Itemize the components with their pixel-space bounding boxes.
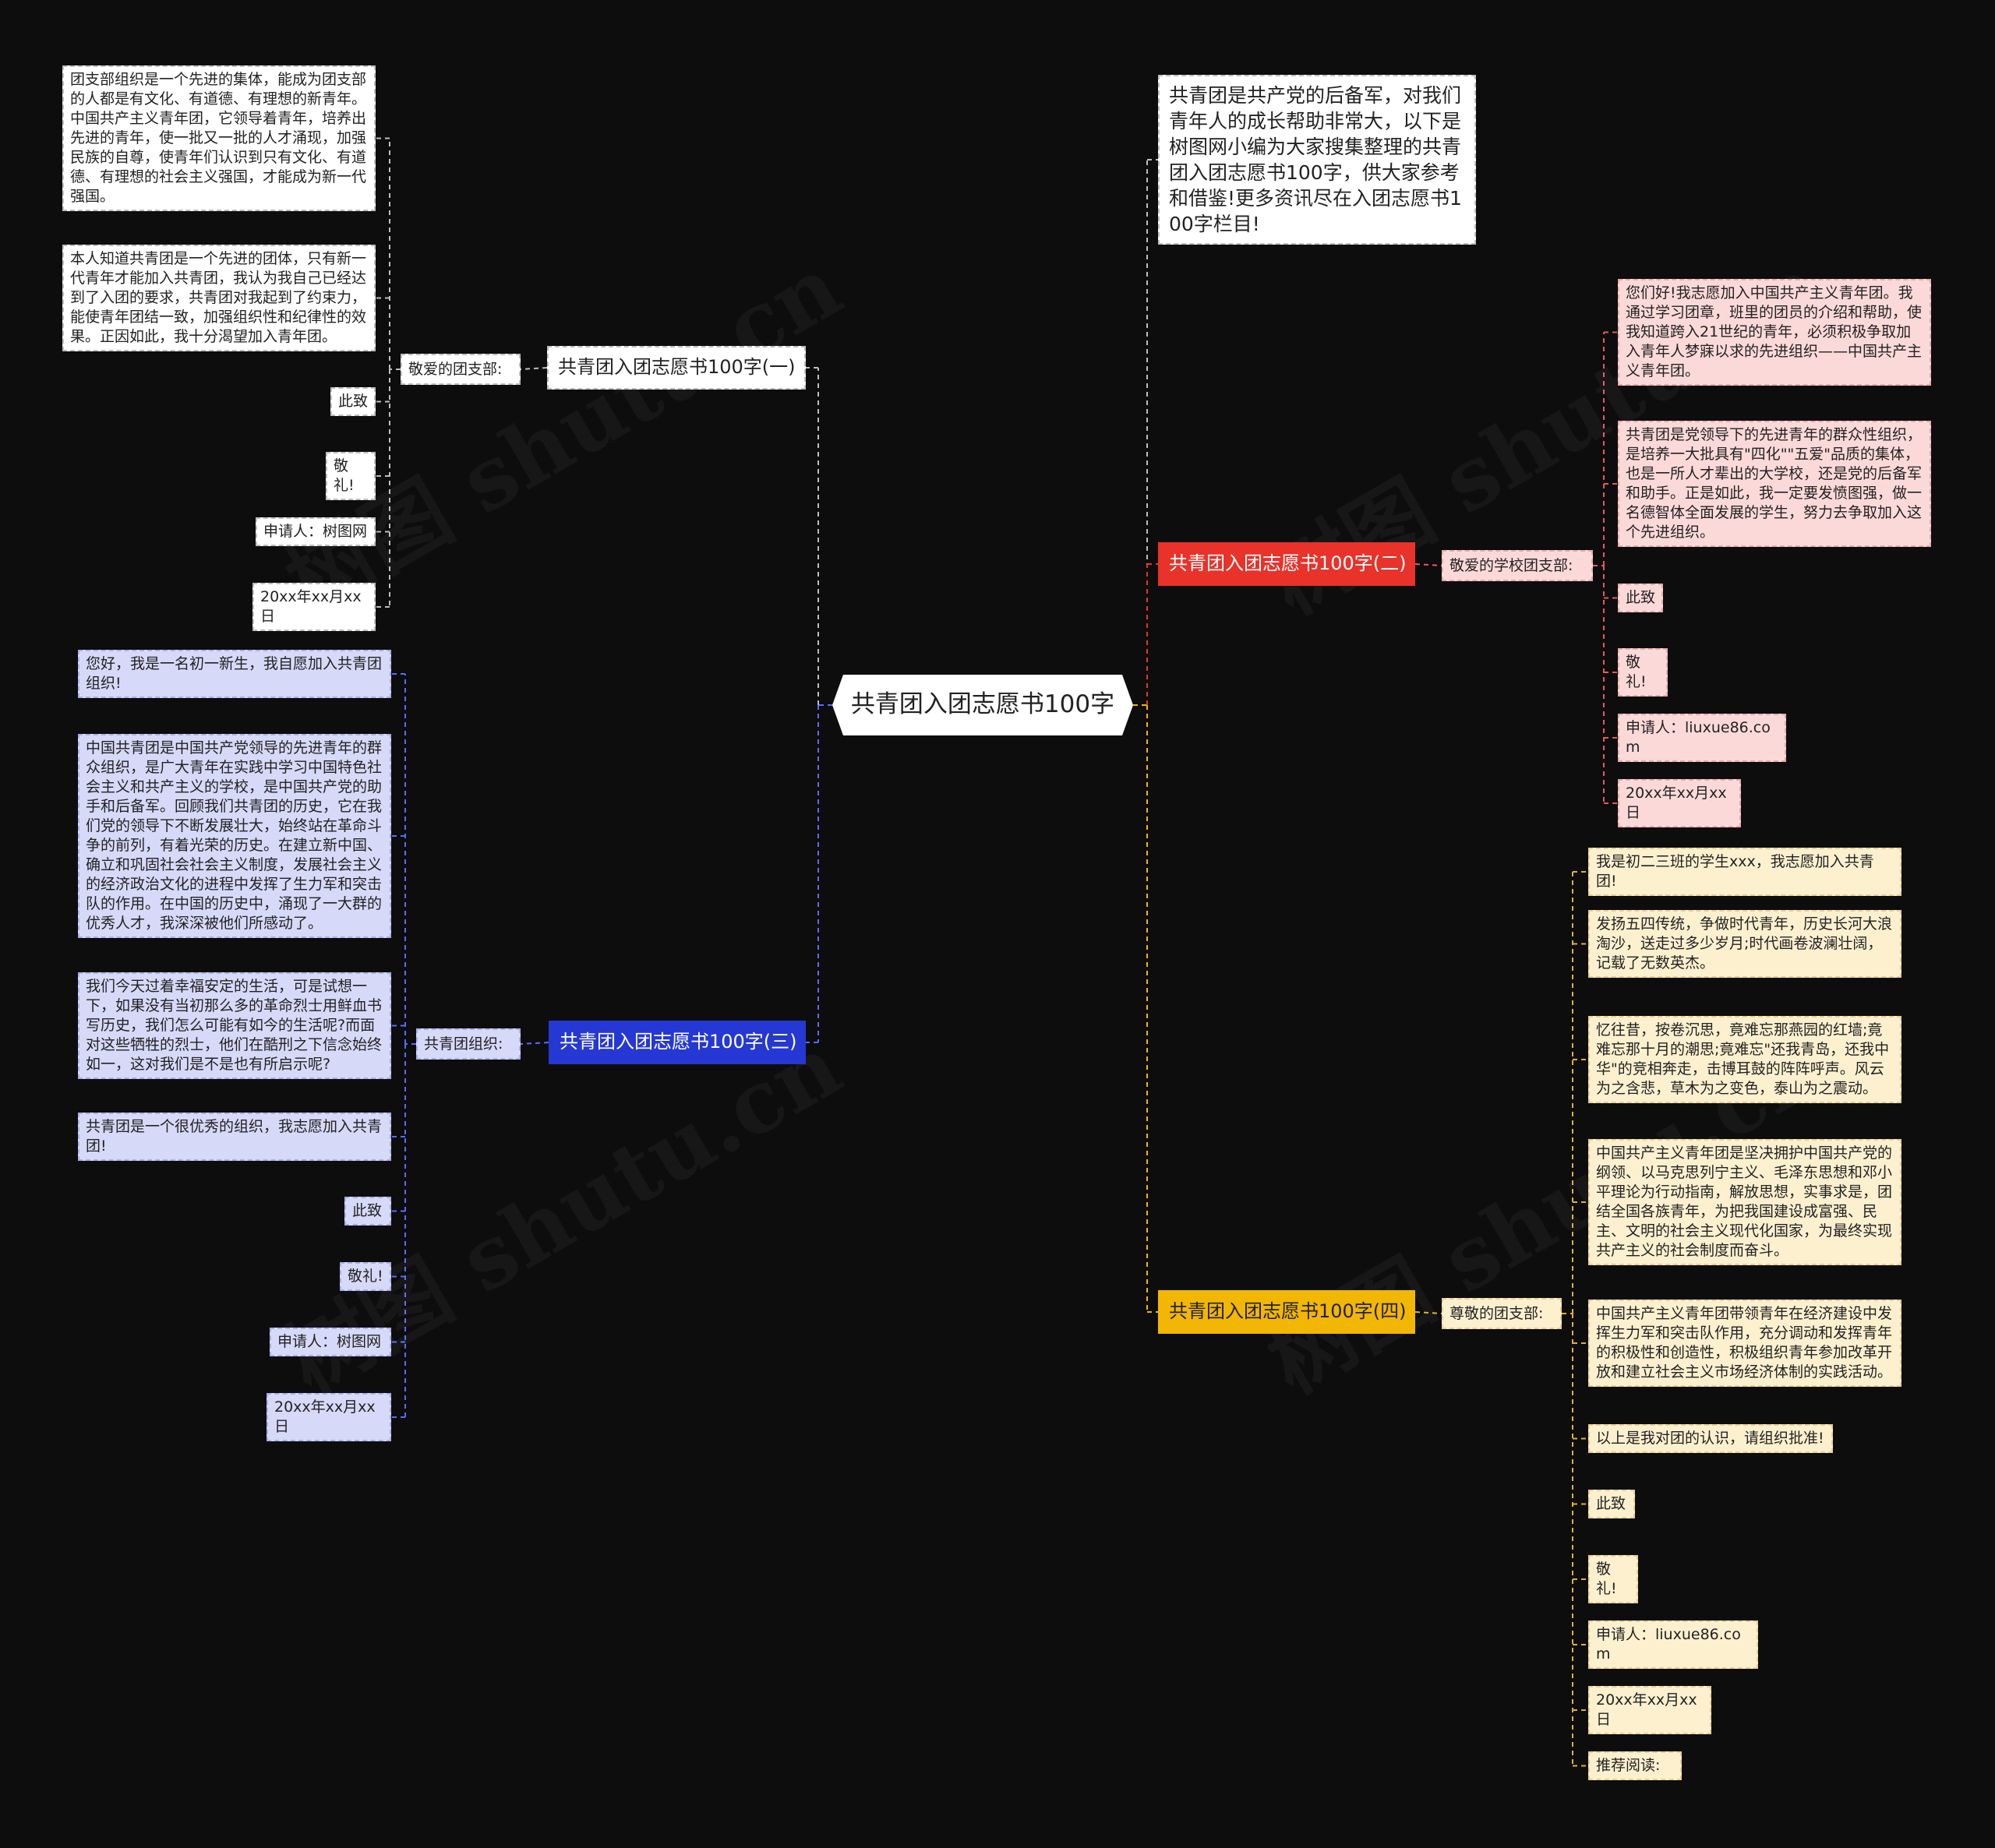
connector [520, 367, 548, 370]
branch-2-item[interactable]: 此致 [1618, 584, 1663, 612]
branch-2-item[interactable]: 申请人：liuxue86.com [1618, 714, 1786, 762]
branch-1-title[interactable]: 共青团入团志愿书100字(一) [547, 346, 806, 390]
branch-4-salutation[interactable]: 尊敬的团支部: [1442, 1298, 1562, 1329]
branch-4-item[interactable]: 我是初二三班的学生xxx，我志愿加入共青团! [1588, 848, 1901, 896]
branch-3-item[interactable]: 您好，我是一名初一新生，我自愿加入共青团组织! [78, 650, 391, 698]
branch-4-item[interactable]: 申请人：liuxue86.com [1588, 1621, 1758, 1669]
connector [1414, 563, 1442, 566]
branch-4-item[interactable]: 20xx年xx月xx日 [1588, 1686, 1711, 1734]
branch-4-item[interactable]: 推荐阅读: [1588, 1751, 1682, 1780]
branch-2-item[interactable]: 敬礼! [1618, 648, 1668, 697]
branch-2-item[interactable]: 共青团是党领导下的先进青年的群众性组织，是培养一大批具有"四化""五爱"品质的集… [1618, 421, 1931, 547]
intro-note[interactable]: 共青团是共产党的后备军，对我们青年人的成长帮助非常大，以下是树图网小编为大家搜集… [1158, 75, 1476, 245]
branch-1-item[interactable]: 申请人：树图网 [256, 517, 376, 546]
branch-1-item[interactable]: 本人知道共青团是一个先进的团体，只有新一代青年才能加入共青团，我认为我自己已经达… [62, 245, 376, 351]
root-topic[interactable]: 共青团入团志愿书100字 [832, 675, 1133, 735]
branch-4-item[interactable]: 忆往昔，按卷沉思，竟难忘那燕园的红墙;竟难忘那十月的潮思;竟难忘"还我青岛，还我… [1588, 1016, 1901, 1103]
branch-4-item[interactable]: 中国共产主义青年团带领青年在经济建设中发挥生力军和突击队作用，充分调动和发挥青年… [1588, 1300, 1901, 1387]
branch-4-item[interactable]: 发扬五四传统，争做时代青年，历史长河大浪淘沙，送走过多少岁月;时代画卷波澜壮阔，… [1588, 910, 1901, 978]
branch-3-salutation[interactable]: 共青团组织: [416, 1028, 521, 1060]
branch-2-salutation[interactable]: 敬爱的学校团支部: [1442, 550, 1593, 581]
branch-1-item[interactable]: 团支部组织是一个先进的集体，能成为团支部的人都是有文化、有道德、有理想的新青年。… [62, 65, 376, 211]
branch-2-item[interactable]: 您们好!我志愿加入中国共产主义青年团。我通过学习团章，班里的团员的介绍和帮助，使… [1618, 279, 1931, 386]
branch-4-item[interactable]: 以上是我对团的认识，请组织批准! [1588, 1424, 1833, 1453]
branch-3-item[interactable]: 我们今天过着幸福安定的生活，可是试想一下，如果没有当初那么多的革命烈士用鲜血书写… [78, 972, 391, 1079]
connector [520, 1042, 549, 1045]
branch-1-item[interactable]: 敬礼! [326, 452, 376, 500]
branch-3-item[interactable]: 敬礼! [340, 1262, 391, 1291]
branch-2-item[interactable]: 20xx年xx月xx日 [1618, 779, 1741, 827]
branch-4-item[interactable]: 此致 [1588, 1490, 1635, 1518]
branch-3-item[interactable]: 此致 [344, 1197, 391, 1226]
branch-4-title[interactable]: 共青团入团志愿书100字(四) [1158, 1290, 1415, 1334]
connector [1414, 1311, 1442, 1314]
branch-3-item[interactable]: 申请人：树图网 [270, 1328, 391, 1356]
branch-3-item[interactable]: 共青团是一个很优秀的组织，我志愿加入共青团! [78, 1113, 391, 1161]
branch-4-item[interactable]: 敬礼! [1588, 1555, 1638, 1603]
branch-4-item[interactable]: 中国共产主义青年团是坚决拥护中国共产党的纲领、以马克思列宁主义、毛泽东思想和邓小… [1588, 1139, 1901, 1265]
branch-1-salutation[interactable]: 敬爱的团支部: [401, 354, 521, 385]
branch-1-item[interactable]: 20xx年xx月xx日 [252, 583, 376, 631]
branch-2-title[interactable]: 共青团入团志愿书100字(二) [1158, 542, 1415, 586]
branch-3-item[interactable]: 20xx年xx月xx日 [267, 1393, 391, 1441]
branch-1-item[interactable]: 此致 [330, 387, 376, 416]
branch-3-item[interactable]: 中国共青团是中国共产党领导的先进青年的群众组织，是广大青年在实践中学习中国特色社… [78, 734, 391, 938]
branch-3-title[interactable]: 共青团入团志愿书100字(三) [549, 1021, 806, 1064]
